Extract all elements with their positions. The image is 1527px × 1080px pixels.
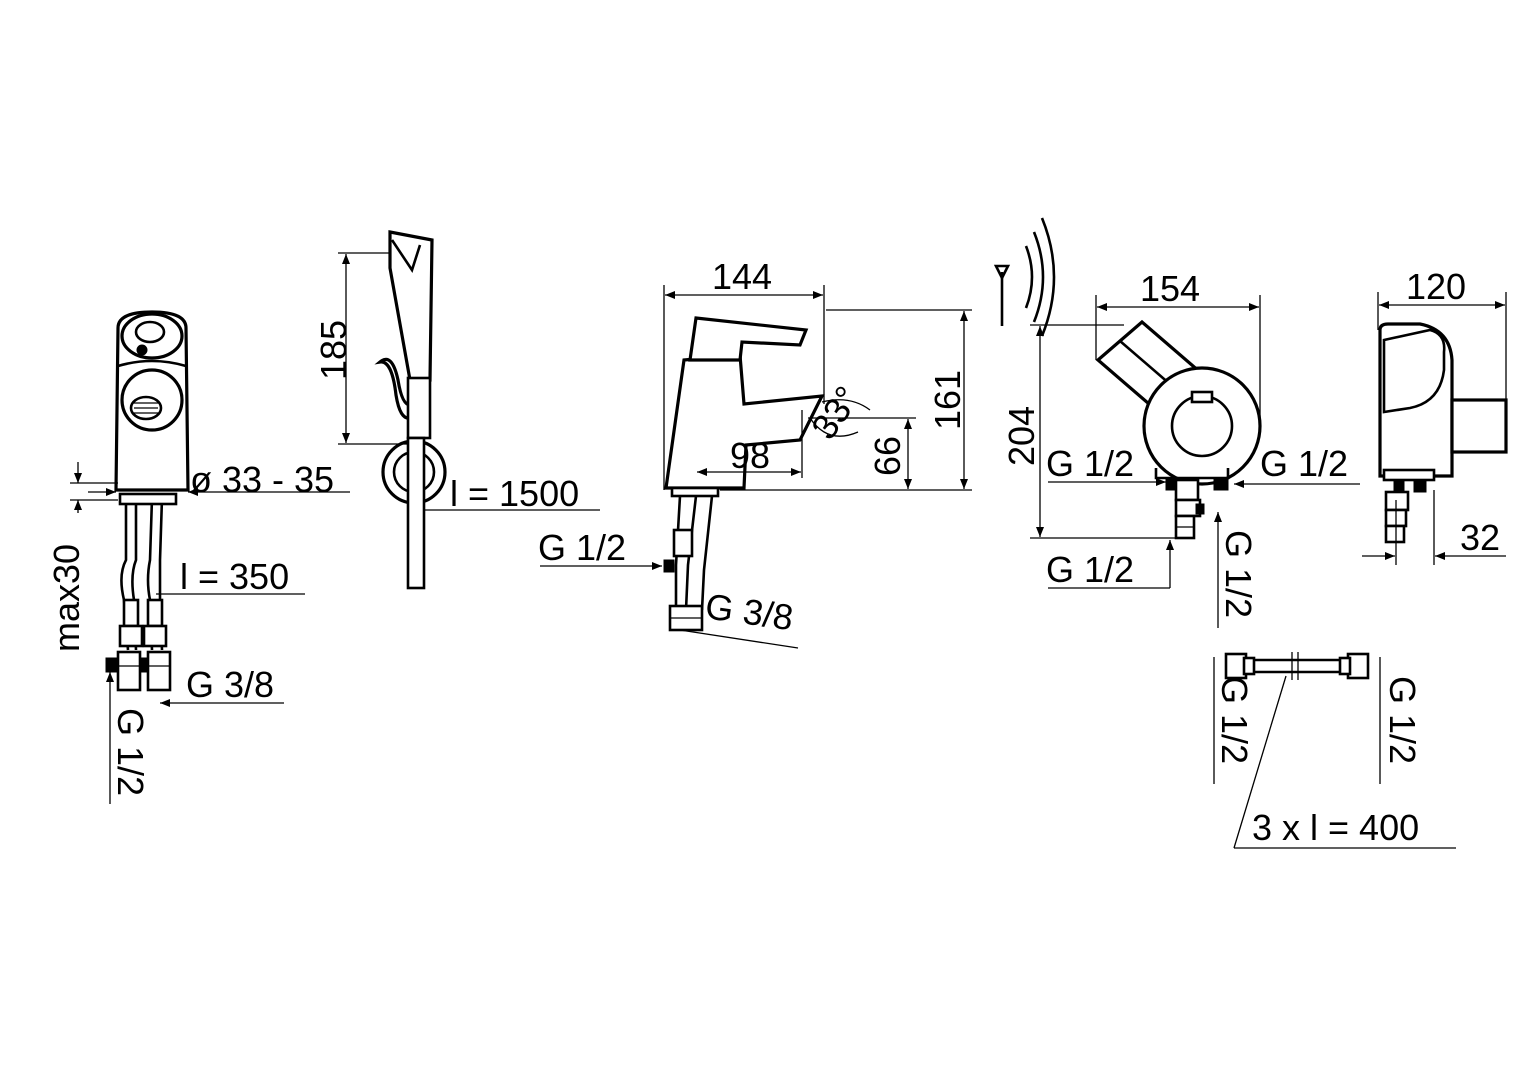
g12-mid-label: G 1/2 [538,527,626,568]
g12-hose-right-label: G 1/2 [1382,676,1423,764]
side-width-120-label: 120 [1406,266,1466,307]
g12-thermo-left-label: G 1/2 [1046,443,1134,484]
thermostat-width-154-label: 154 [1140,268,1200,309]
g12-left-label: G 1/2 [110,708,151,796]
connection-hoses: G 1/2 G 1/2 3 x l = 400 [1213,652,1456,849]
basin-mixer-side-view: 144 161 33° 98 66 G 1/2 G 3/8 [538,256,972,649]
mixer-height-161-label: 161 [927,370,968,430]
thermostat-side-view: 120 32 [1362,266,1508,565]
shower-height-185-label: 185 [313,320,354,380]
g12-hose-left-label: G 1/2 [1214,676,1255,764]
hose-length-350-label: l = 350 [180,556,289,597]
thermostat-height-204-label: 204 [1001,406,1042,466]
hose-qty-length-label: 3 x l = 400 [1252,807,1419,848]
hand-shower: 185 l = 1500 [313,230,600,590]
max30-label: max30 [46,544,87,652]
g12-thermo-bottom-label: G 1/2 [1046,549,1134,590]
antenna-icon [993,217,1056,337]
spout-height-66-label: 66 [867,436,908,476]
g38-left-label: G 3/8 [186,664,274,705]
side-depth-32-label: 32 [1460,517,1500,558]
g38-mid-label: G 3/8 [703,585,796,638]
g12-thermo-right-label: G 1/2 [1260,443,1348,484]
reach-98-label: 98 [730,435,770,476]
diameter-label: ø 33 - 35 [190,459,334,500]
mixer-width-144-label: 144 [712,256,772,297]
g12-thermo-vertical-label: G 1/2 [1218,530,1259,618]
hose-length-1500-label: l = 1500 [450,473,579,514]
angle-33-label: 33° [803,378,868,446]
thermostat-front-view: 154 204 G 1/2 G 1/2 G 1/2 G 1/2 [993,217,1360,628]
basin-mixer-front-view: ø 33 - 35 max30 l = 350 G 3/8 G 1/2 [46,310,350,804]
